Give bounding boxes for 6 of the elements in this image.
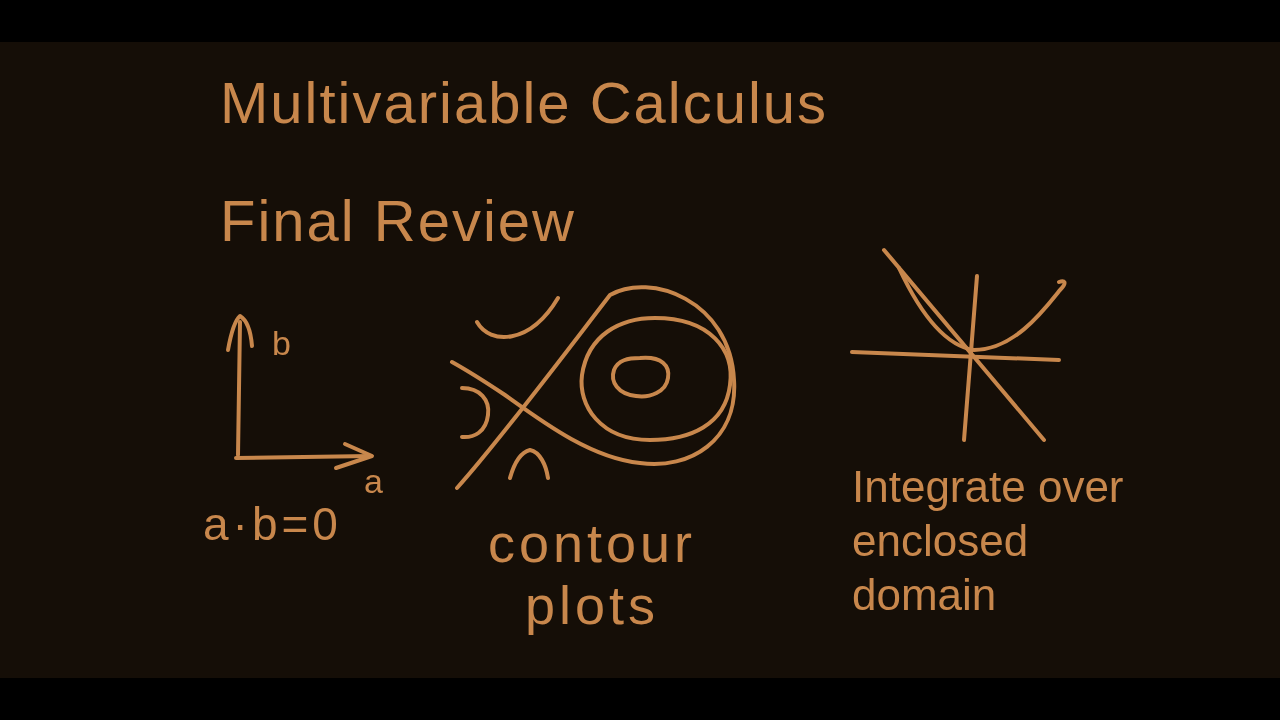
- caption-text: Integrate over enclosed domain: [852, 461, 1125, 621]
- title-text: Multivariable Calculus Final Review: [220, 69, 830, 255]
- equation-text: a·b=0: [203, 497, 342, 551]
- vector-label: a: [364, 462, 383, 501]
- vector-label: b: [272, 324, 291, 363]
- caption-text: contour plots: [486, 512, 698, 636]
